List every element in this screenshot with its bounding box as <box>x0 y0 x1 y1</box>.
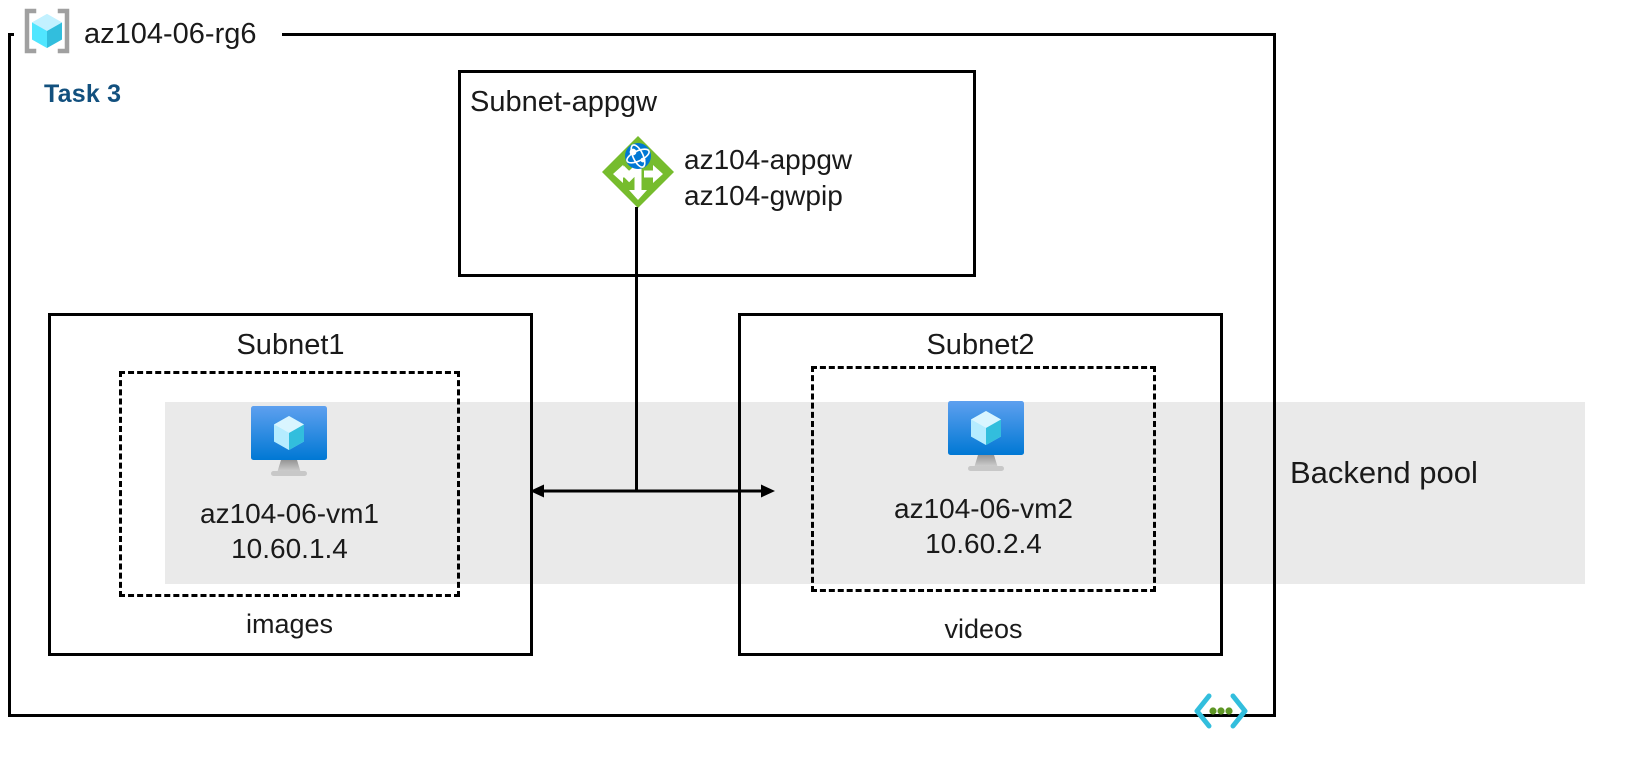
subnet2-pool-name: videos <box>944 614 1023 644</box>
resource-group-title: az104-06-rg6 <box>84 18 257 50</box>
subnet2-title: Subnet2 <box>926 329 1035 361</box>
virtual-machine-icon <box>250 405 328 478</box>
subnet1-vm-labels: az104-06-vm1 10.60.1.4 <box>119 496 460 566</box>
subnet2-box <box>738 313 1223 656</box>
subnet2-vm-ip: 10.60.2.4 <box>925 528 1042 559</box>
backend-pool-band <box>165 402 1585 584</box>
resource-group-cube-icon <box>22 8 72 54</box>
appgw-name-line-1: az104-appgw <box>684 144 853 175</box>
subnet2-vm-group <box>811 366 1156 592</box>
virtual-network-icon <box>1192 692 1250 730</box>
appgw-resource-names: az104-appgw az104-gwpip <box>684 142 852 214</box>
application-gateway-icon <box>600 134 676 210</box>
task-label: Task 3 <box>44 80 122 108</box>
appgw-to-backend-connector <box>635 207 638 492</box>
subnet1-vm-ip: 10.60.1.4 <box>231 533 348 564</box>
subnet2-vm-labels: az104-06-vm2 10.60.2.4 <box>811 491 1156 561</box>
subnet1-subnet2-connector <box>530 480 775 502</box>
subnet1-box <box>48 313 533 656</box>
subnet1-vm-name: az104-06-vm1 <box>200 498 379 529</box>
virtual-machine-icon <box>947 400 1025 473</box>
subnet1-vm-group <box>119 371 460 597</box>
subnet2-vm-name: az104-06-vm2 <box>894 493 1073 524</box>
appgw-name-line-2: az104-gwpip <box>684 180 843 211</box>
subnet1-title: Subnet1 <box>236 329 345 361</box>
subnet-appgw-box <box>458 70 976 277</box>
subnet-appgw-title: Subnet-appgw <box>470 86 658 118</box>
subnet1-pool-name: images <box>245 609 334 639</box>
resource-group-boundary <box>8 33 1276 717</box>
backend-pool-label: Backend pool <box>1290 455 1478 490</box>
